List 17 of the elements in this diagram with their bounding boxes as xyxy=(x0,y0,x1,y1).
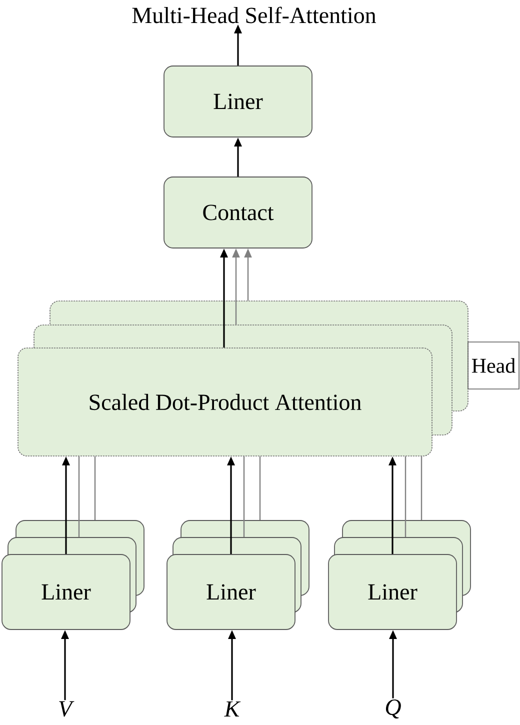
head-box: Head xyxy=(468,342,520,390)
box-stack: Liner xyxy=(328,520,471,630)
process-box: Liner xyxy=(164,66,312,138)
connector-line xyxy=(78,456,80,538)
box-stack: Liner xyxy=(166,520,310,630)
process-box: Contact xyxy=(164,176,312,248)
connector-line xyxy=(420,456,422,520)
connector-line xyxy=(259,456,261,520)
connector-line xyxy=(243,456,245,538)
connector-line xyxy=(94,456,96,520)
input-label: K xyxy=(224,701,241,717)
output-label: Multi-Head Self-Attention xyxy=(132,6,376,24)
box-stack: Liner xyxy=(2,520,144,630)
box-stack: Scaled Dot-Product Attention xyxy=(18,300,468,456)
input-label: V xyxy=(59,701,74,717)
input-label: Q xyxy=(386,700,401,718)
connector-line xyxy=(404,456,406,538)
